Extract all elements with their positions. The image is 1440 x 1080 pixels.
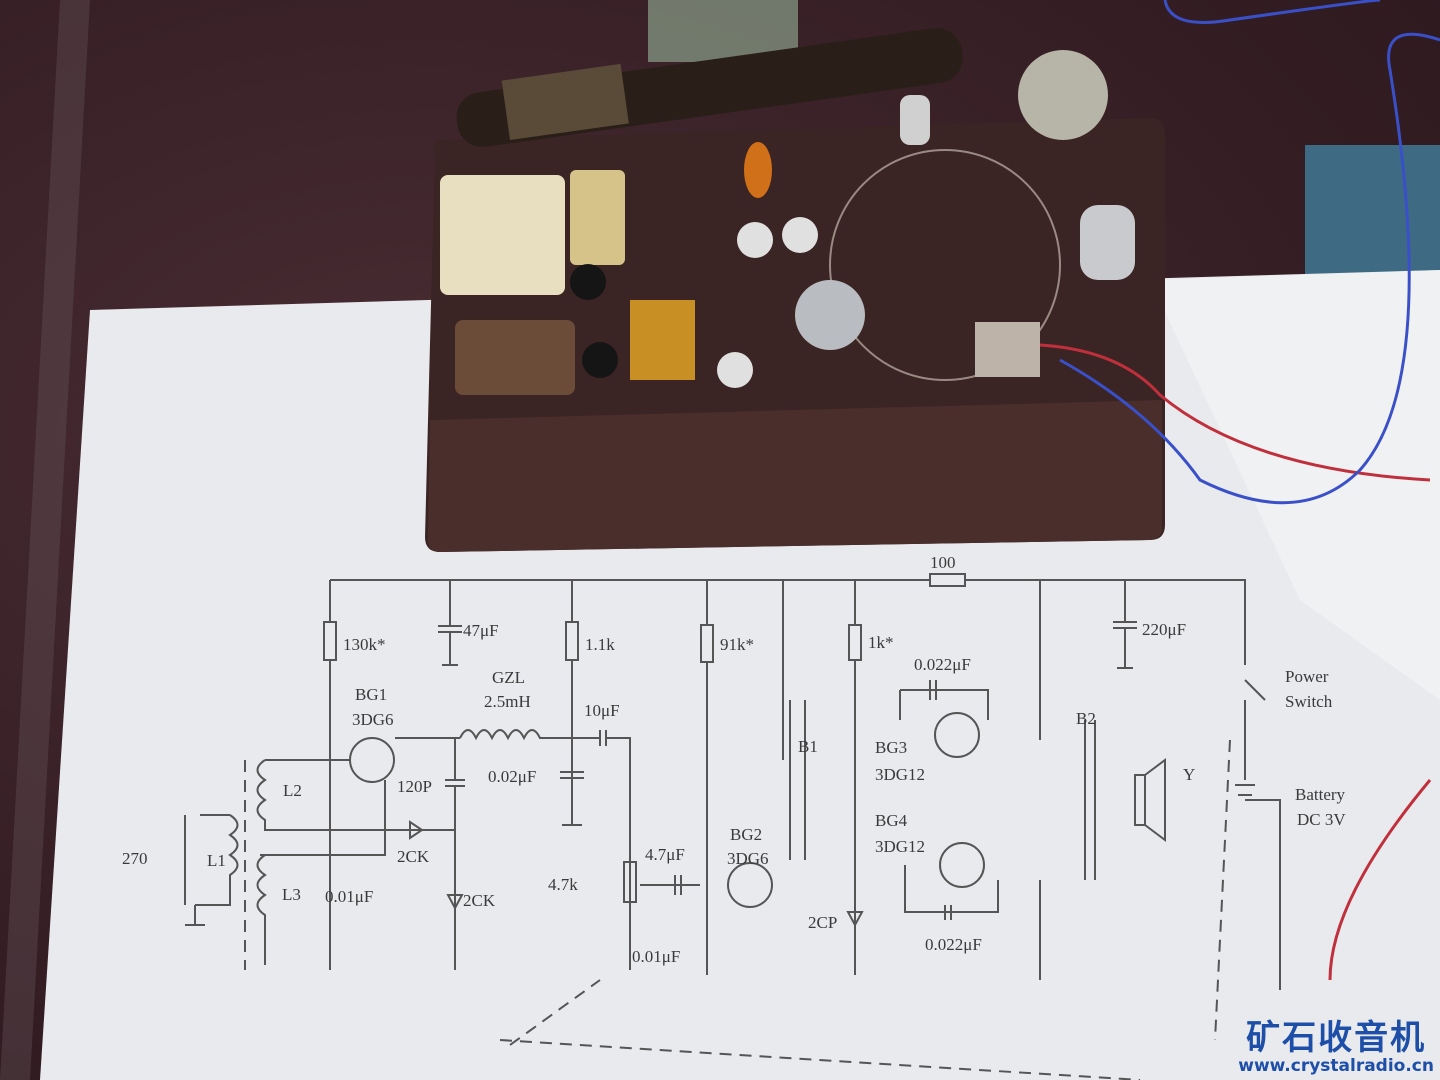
label-d-2ck-a: 2CK	[397, 847, 430, 866]
label-c-4-7uf: 4.7μF	[645, 845, 685, 864]
label-c-47uf: 47μF	[463, 621, 499, 640]
label-power-switch-1: Power	[1285, 667, 1329, 686]
power-switch	[1235, 679, 1281, 990]
coil-former	[570, 170, 625, 265]
label-pot-4-7k: 4.7k	[548, 875, 578, 894]
label-r-100: 100	[930, 553, 956, 572]
trimmer-3	[717, 352, 753, 388]
label-d-2ck-b: 2CK	[463, 891, 496, 910]
label-bg1-type: 3DG6	[352, 710, 394, 729]
watermark-title: 矿石收音机	[1246, 1018, 1427, 1058]
label-bg3-type: 3DG12	[875, 765, 925, 784]
yellow-transformer	[630, 300, 695, 380]
label-gzl-value: 2.5mH	[484, 692, 531, 711]
resistor-130k	[323, 621, 337, 661]
speaker-y	[1134, 758, 1166, 842]
label-b1: B1	[798, 737, 818, 756]
label-r-130k: 130k*	[343, 635, 386, 654]
resistor-100	[929, 573, 966, 587]
trimmer-2	[782, 217, 818, 253]
label-l1: L1	[207, 851, 226, 870]
capacitor-top	[900, 95, 930, 145]
label-l2: L2	[283, 781, 302, 800]
radio-circuit-board	[425, 28, 1165, 552]
blue-wire	[1059, 0, 1440, 505]
site-watermark: 矿石收音机 www.crystalradio.cn	[1238, 1020, 1434, 1076]
transformer-b2	[1084, 720, 1096, 880]
transistor-bg3	[934, 712, 980, 758]
watermark-url: www.crystalradio.cn	[1238, 1056, 1434, 1076]
trimmer-1	[737, 222, 773, 258]
label-battery-1: Battery	[1295, 785, 1346, 804]
diode-2cp	[846, 911, 864, 928]
label-bg2-name: BG2	[730, 825, 762, 844]
label-gzl-name: GZL	[492, 668, 525, 687]
label-bg4-type: 3DG12	[875, 837, 925, 856]
transistor-1	[570, 264, 606, 300]
label-speaker-y: Y	[1183, 765, 1195, 784]
coil-l3	[256, 854, 267, 965]
antenna-coil	[501, 63, 629, 141]
label-bg4-name: BG4	[875, 811, 908, 830]
label-b2: B2	[1076, 709, 1096, 728]
schematic-labels: 100 130k* 47μF 1.1k 91k* 1k* 220μF Power…	[122, 553, 1346, 966]
label-r-1k: 1k*	[868, 633, 894, 652]
label-c-0-022uf-bottom: 0.022μF	[925, 935, 982, 954]
coil-l1	[184, 814, 239, 926]
label-l3: L3	[282, 885, 301, 904]
paper-shade	[1150, 270, 1440, 700]
diode-2ck-a	[409, 820, 424, 840]
diode-2ck-b	[446, 894, 464, 911]
electrolytic-capacitor	[795, 280, 865, 350]
ceramic-cap	[744, 142, 772, 198]
coil-l2	[256, 759, 350, 831]
label-power-switch-2: Switch	[1285, 692, 1333, 711]
transistor-bg4	[939, 842, 985, 888]
transformer-b1	[789, 700, 806, 860]
label-c-0-01uf-a: 0.01μF	[325, 887, 373, 906]
resistor-1k	[848, 624, 862, 661]
transistor-2	[582, 342, 618, 378]
label-battery-2: DC 3V	[1297, 810, 1346, 829]
red-wire	[1039, 343, 1432, 981]
potentiometer-4-7k	[623, 861, 637, 903]
transistor-bg2	[727, 862, 773, 908]
label-bg3-name: BG3	[875, 738, 907, 757]
cap-47uF	[438, 580, 462, 666]
label-c-120p: 120P	[397, 777, 432, 796]
label-c-10uf: 10μF	[584, 701, 620, 720]
label-c-270: 270	[122, 849, 148, 868]
label-c-0-01uf-b: 0.01μF	[632, 947, 680, 966]
label-bg2-type: 3DG6	[727, 849, 769, 868]
resistor-1-1k	[565, 621, 579, 661]
tuning-capacitor	[440, 175, 565, 295]
ferrite-core	[455, 320, 575, 395]
label-r-91k: 91k*	[720, 635, 754, 654]
socket	[975, 322, 1040, 377]
label-c-0-02uf: 0.02μF	[488, 767, 536, 786]
cap-220uF	[1113, 580, 1137, 669]
label-c-220uf: 220μF	[1142, 620, 1186, 639]
glass-edge	[0, 0, 90, 1080]
capacitor-right	[1080, 205, 1135, 280]
label-r-1-1k: 1.1k	[585, 635, 615, 654]
positive-rail	[330, 579, 1246, 665]
earphone-jack	[1018, 50, 1108, 140]
label-c-0-022uf-top: 0.022μF	[914, 655, 971, 674]
speaker-circle-marking	[829, 149, 1061, 381]
blue-card	[1305, 145, 1440, 275]
label-bg1-name: BG1	[355, 685, 387, 704]
label-d-2cp: 2CP	[808, 913, 837, 932]
resistor-91k	[700, 624, 714, 663]
schematic	[184, 573, 1281, 1080]
gzl-inductor	[459, 729, 600, 741]
tuning-dashed	[499, 739, 1231, 1080]
